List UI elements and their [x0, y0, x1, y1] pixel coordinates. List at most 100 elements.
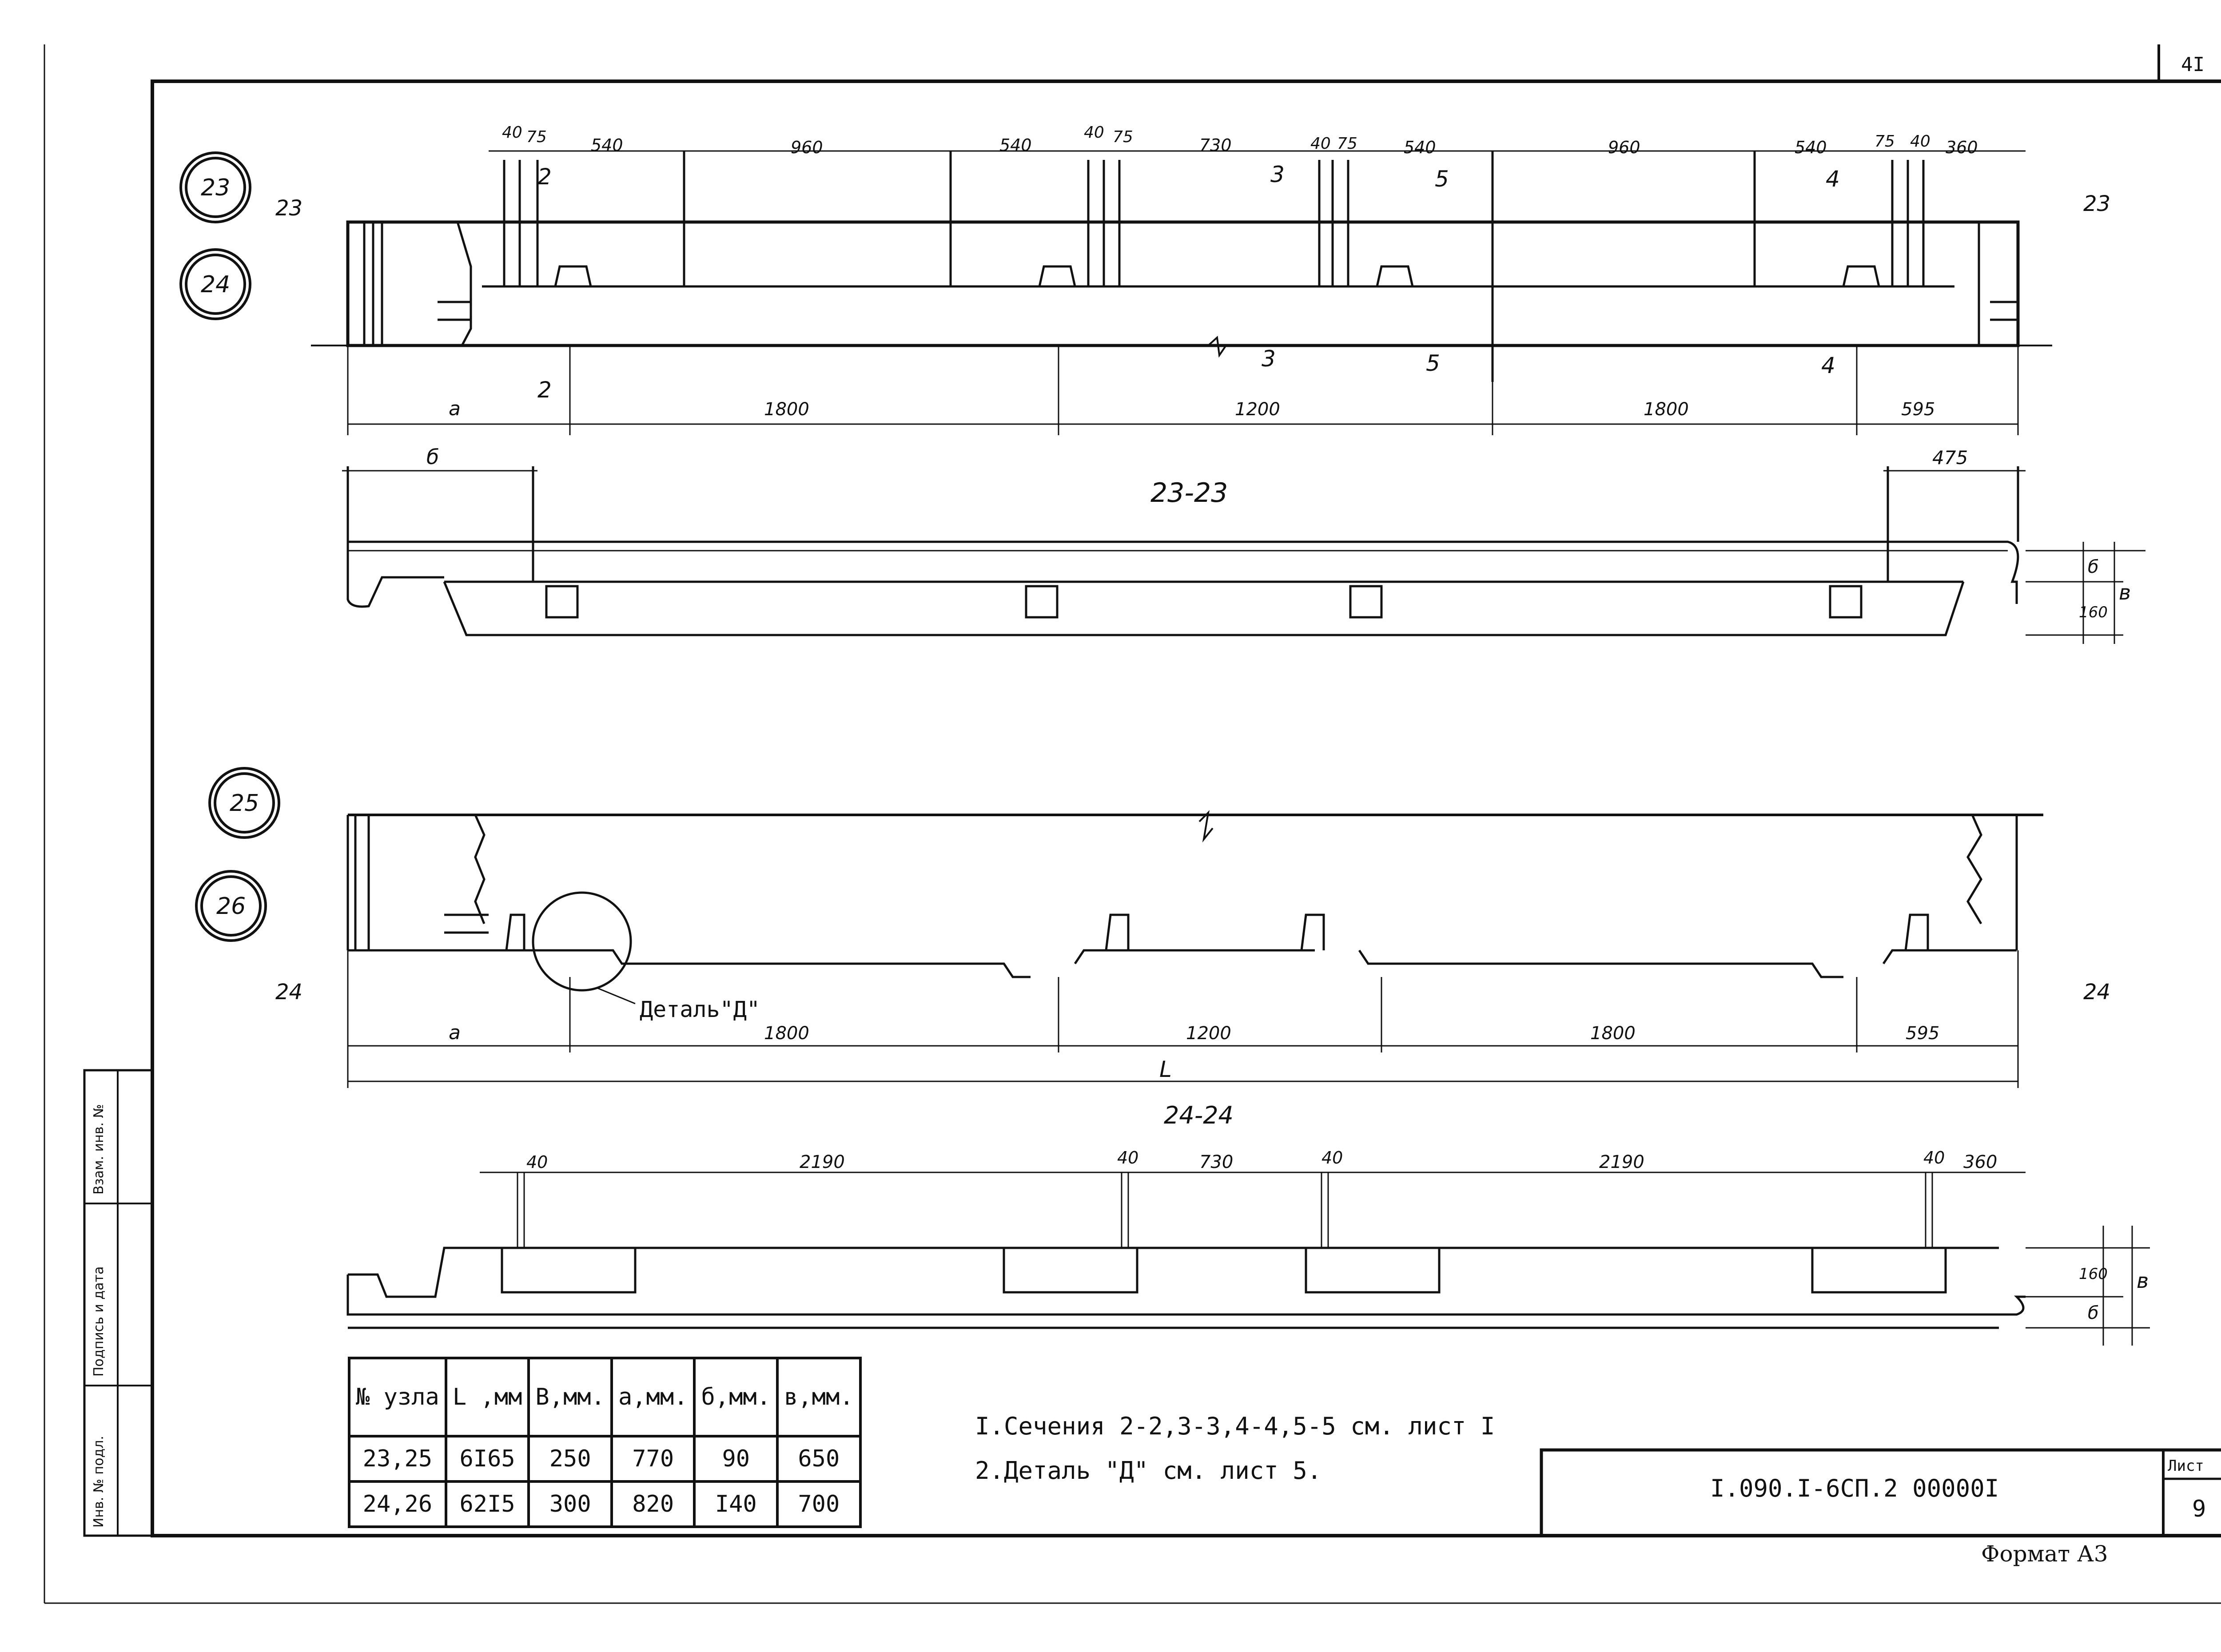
s24-dim-2190-a: 2190 — [800, 1152, 845, 1172]
dim-960-a: 960 — [791, 138, 823, 157]
cut-mark-5-bottom: 5 — [1426, 350, 1440, 376]
node-parameters-table: № узла L ,мм В,мм. а,мм. б,мм. в,мм. 23,… — [348, 1357, 862, 1528]
dim-40-b: 40 — [1084, 123, 1104, 142]
section-24-labels: 24-24 40 2190 40 730 40 2190 40 360 160 … — [526, 1101, 2149, 1323]
view2-dim-1800-b: 1800 — [1590, 1023, 1636, 1044]
s24-dim-40-c: 40 — [1321, 1148, 1343, 1168]
dim-595: 595 — [1901, 399, 1935, 420]
cell: 6I65 — [444, 1435, 530, 1483]
cell: 300 — [527, 1480, 613, 1528]
cut-mark-5-top: 5 — [1435, 166, 1449, 192]
node-circles — [179, 151, 280, 942]
document-code: I.090.I-6СП.2 00000I — [1710, 1474, 1999, 1502]
list-number: 9 — [2192, 1496, 2206, 1522]
node-25: 25 — [230, 790, 259, 817]
cell: 62I5 — [444, 1480, 530, 1528]
cell: 23,25 — [348, 1435, 447, 1483]
dim-540-b: 540 — [999, 135, 1032, 155]
node-26: 26 — [216, 893, 246, 920]
s24-dim-40-d: 40 — [1923, 1148, 1945, 1168]
note-1: I.Сечения 2-2,3-3,4-4,5-5 см. лист I — [975, 1412, 1495, 1440]
cell: 650 — [776, 1435, 862, 1483]
section-23-profile — [342, 466, 2145, 644]
col-B: В,мм. — [527, 1357, 613, 1438]
section-23-labels: 23-23 б 475 б 160 в — [426, 445, 2131, 621]
section-mark-24-left: 24 — [275, 980, 303, 1005]
view1-beam — [311, 151, 2052, 382]
dim-75-a: 75 — [526, 128, 547, 146]
dim-540-c: 540 — [1404, 138, 1436, 157]
dim-75-c: 75 — [1337, 135, 1357, 153]
cut-mark-2-bottom: 2 — [537, 377, 552, 403]
node-23: 23 — [201, 175, 230, 201]
section-23-dim-left: б — [426, 445, 439, 469]
dim-40-a: 40 — [502, 123, 522, 142]
view1-dimension-lines — [347, 150, 2026, 435]
cell: 770 — [610, 1435, 696, 1483]
table-header-row: № узла L ,мм В,мм. а,мм. б,мм. в,мм. — [348, 1357, 862, 1438]
section-24-title: 24-24 — [1164, 1101, 1234, 1129]
col-node: № узла — [348, 1357, 447, 1438]
dim-540-d: 540 — [1795, 138, 1827, 157]
view2-dim-1800-a: 1800 — [764, 1023, 809, 1044]
table-row: 24,26 62I5 300 820 I40 700 — [348, 1480, 862, 1528]
top-page-number: 4I — [2181, 53, 2205, 76]
s24-dim-h2: б — [2088, 1303, 2099, 1323]
view2-dim-595: 595 — [1906, 1023, 1939, 1044]
dim-1200: 1200 — [1235, 399, 1280, 420]
col-L: L ,мм — [444, 1357, 530, 1438]
dim-730: 730 — [1199, 135, 1232, 155]
s24-dim-2190-b: 2190 — [1599, 1152, 1644, 1172]
dim-1800-b: 1800 — [1644, 399, 1689, 420]
s24-dim-40-b: 40 — [1117, 1148, 1138, 1168]
section-mark-23-left: 23 — [275, 196, 303, 221]
view2-dim-a: a — [449, 1021, 461, 1044]
sheet-frame — [44, 44, 2221, 1604]
col-a: а,мм. — [610, 1357, 696, 1438]
col-v: в,мм. — [776, 1357, 862, 1438]
section-23-dim-right: 475 — [1932, 447, 1968, 469]
view1-dims-text: 40 75 540 960 540 40 75 730 40 75 540 96… — [275, 123, 2110, 420]
view2-dim-overall: L — [1159, 1056, 1172, 1082]
col-b: б,мм. — [693, 1357, 779, 1438]
cell: I40 — [693, 1480, 779, 1528]
section-mark-24-right: 24 — [2083, 980, 2110, 1005]
dim-40-c: 40 — [1310, 135, 1331, 153]
cut-mark-2-top: 2 — [537, 164, 552, 190]
cell: 90 — [693, 1435, 779, 1483]
stamp-podpis-data: Подпись и дата — [91, 1266, 107, 1377]
stamp-vzam-inv: Взам. инв. № — [91, 1104, 107, 1195]
stamp-inv-podl: Инв. № подл. — [91, 1436, 107, 1528]
cut-mark-3-top: 3 — [1270, 162, 1285, 187]
section-23-dim-h2: 160 — [2079, 604, 2108, 621]
cell: 250 — [527, 1435, 613, 1483]
cut-mark-4-top: 4 — [1826, 166, 1840, 192]
table-row: 23,25 6I65 250 770 90 650 — [348, 1435, 862, 1483]
cut-mark-4-bottom: 4 — [1821, 353, 1835, 378]
dim-a-1: a — [449, 397, 461, 420]
node-labels: 23 24 25 26 — [201, 175, 259, 920]
format-label: Формат А3 — [1981, 1541, 2108, 1567]
dim-40-d: 40 — [1910, 132, 1930, 151]
list-label: Лист — [2168, 1457, 2204, 1475]
view2-dim-1200: 1200 — [1186, 1023, 1231, 1044]
section-23-dim-h1: б — [2088, 557, 2099, 577]
s24-dim-40-a: 40 — [526, 1152, 548, 1172]
dim-540-a: 540 — [591, 135, 623, 155]
node-24: 24 — [201, 271, 230, 298]
view2-labels: 24 24 Деталь"Д" a 1800 1200 1800 595 L — [275, 980, 2110, 1082]
section-23-dim-total: в — [2119, 580, 2131, 604]
detail-d-label: Деталь"Д" — [640, 997, 760, 1022]
section-24-profile — [346, 1171, 2150, 1346]
dim-1800-a: 1800 — [764, 399, 809, 420]
note-2: 2.Деталь "Д" см. лист 5. — [975, 1457, 1322, 1485]
cell: 24,26 — [348, 1480, 447, 1528]
s24-dim-730: 730 — [1199, 1152, 1233, 1172]
s24-dim-total: в — [2137, 1269, 2149, 1293]
cell: 700 — [776, 1480, 862, 1528]
dim-75-d: 75 — [1875, 132, 1895, 151]
cut-mark-3-bottom: 3 — [1262, 346, 1276, 372]
cell: 820 — [610, 1480, 696, 1528]
s24-dim-h1: 160 — [2079, 1265, 2108, 1283]
